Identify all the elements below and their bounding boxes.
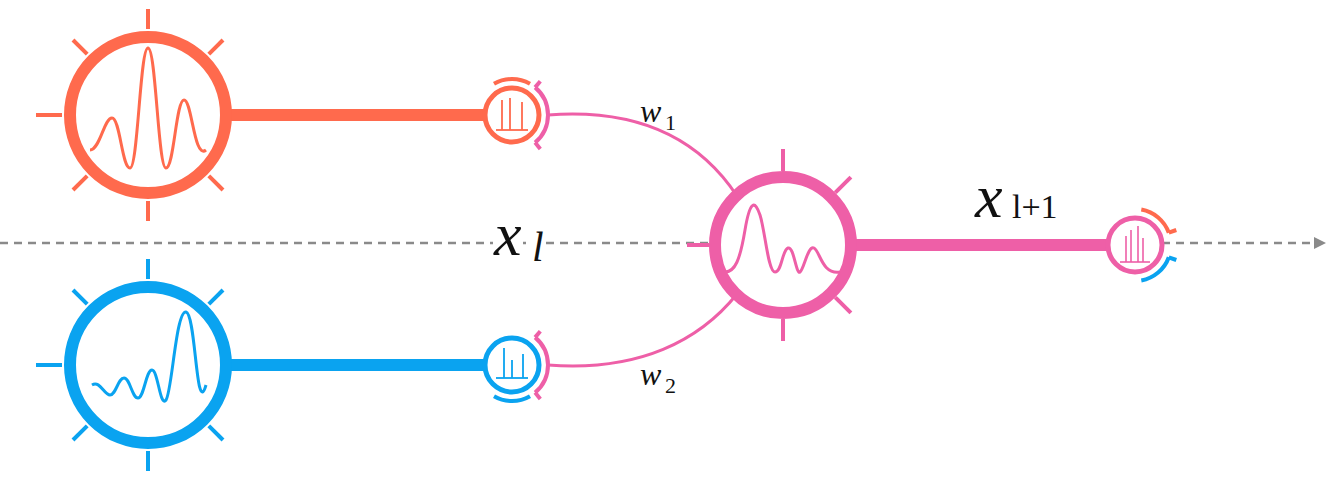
- orange-spectrum-node: [485, 88, 539, 142]
- variable-symbol: x: [493, 203, 523, 265]
- arc-marker: [1141, 210, 1169, 233]
- variable-subscript: l+1: [1012, 190, 1058, 224]
- weight-subscript: 1: [665, 112, 676, 134]
- waveform: [725, 205, 840, 272]
- pink-neuron-ticks: [687, 149, 851, 341]
- arc-marker: [494, 79, 530, 84]
- pink-bar: [851, 239, 1109, 251]
- arc-marker: [535, 337, 548, 392]
- orange-neuron: [70, 37, 226, 193]
- blue-spectrum-node: [485, 338, 539, 392]
- weight-symbol: w: [640, 95, 661, 127]
- waveform: [92, 312, 206, 401]
- arc-marker: [494, 396, 530, 401]
- weight-curve: [548, 294, 737, 366]
- blue-bar: [226, 359, 486, 371]
- spectrum-spikes: [496, 98, 528, 130]
- spectrum-spikes: [1120, 226, 1150, 262]
- arc-marker: [1141, 257, 1169, 280]
- spectrum-spikes: [496, 348, 528, 378]
- orange-bar: [226, 109, 486, 121]
- waveform: [90, 48, 206, 168]
- blue-neuron: [70, 287, 226, 443]
- pink-spectrum-node: [1108, 218, 1162, 272]
- pink-neuron: [715, 177, 851, 313]
- arc-marker: [535, 87, 548, 142]
- variable-subscript: l: [531, 226, 545, 268]
- variable-symbol: x: [975, 165, 1003, 227]
- weight-symbol: w: [640, 358, 661, 390]
- weight-subscript: 2: [665, 375, 676, 397]
- axis-arrowhead: [1314, 237, 1326, 249]
